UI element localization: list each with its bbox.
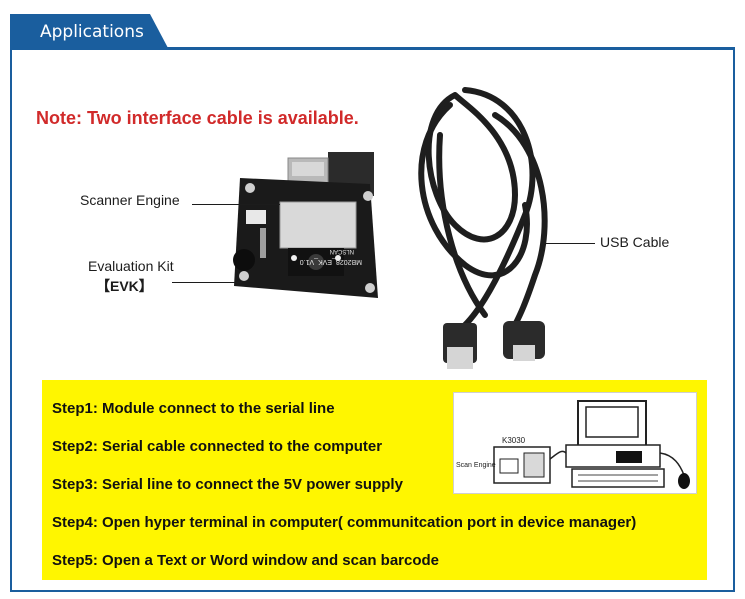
step-3: Step3: Serial line to connect the 5V pow…	[52, 476, 403, 493]
board-brand-print: NLSCAN	[330, 248, 354, 254]
connection-diagram-art: K3030 Scan Engine	[456, 400, 690, 489]
tab-title: Applications	[40, 22, 144, 42]
board-model-print: MB2028_EVK_V1.0	[300, 258, 362, 265]
steps-panel: Step1: Module connect to the serial line…	[42, 380, 707, 580]
step-1: Step1: Module connect to the serial line	[52, 400, 335, 417]
evk-leader	[172, 282, 242, 283]
device-label: K3030	[502, 436, 526, 445]
note-text: Note: Two interface cable is available.	[36, 108, 359, 128]
tab-shape	[10, 14, 168, 48]
evk-board-image: MB2028_EVK_V1.0 NLSCAN	[233, 152, 378, 298]
applications-tab: Applications	[10, 14, 168, 48]
content-frame	[10, 50, 735, 592]
header-divider	[10, 47, 735, 50]
step-2: Step2: Serial cable connected to the com…	[52, 438, 383, 455]
scanner-engine-label: Scanner Engine	[80, 192, 180, 208]
usb-cable-leader	[545, 243, 595, 244]
engine-label: Scan Engine	[456, 462, 496, 469]
usb-cable-label: USB Cable	[600, 234, 670, 250]
connection-diagram: K3030 Scan Engine	[453, 392, 697, 494]
evaluation-kit-label: Evaluation Kit	[88, 258, 174, 274]
step-4: Step4: Open hyper terminal in computer( …	[52, 514, 637, 531]
step-5: Step5: Open a Text or Word window and sc…	[52, 552, 440, 569]
usb-cable-image	[418, 87, 548, 369]
scanner-engine-leader	[192, 204, 280, 205]
evk-label: 【EVK】	[96, 278, 153, 294]
